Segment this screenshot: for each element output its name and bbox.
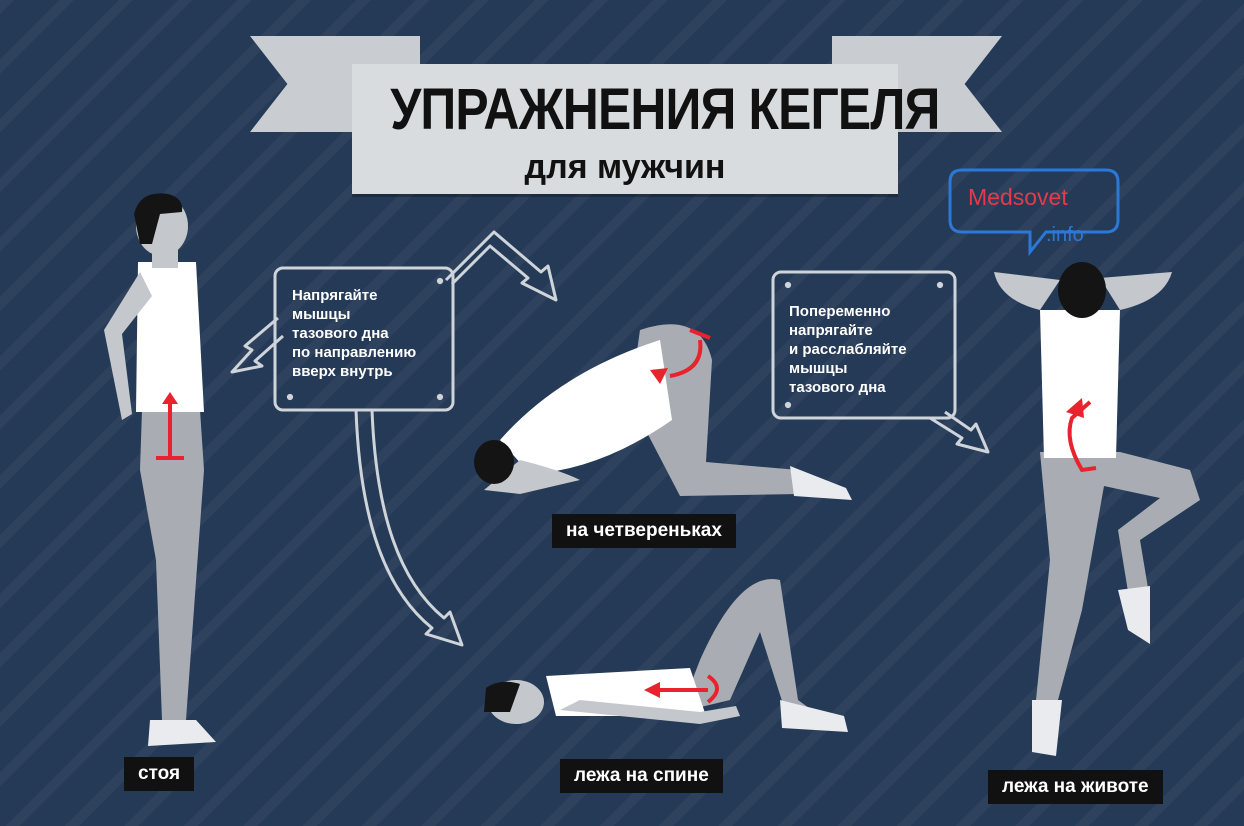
lying-on-belly-figure — [994, 262, 1200, 756]
page-subtitle: для мужчин — [524, 148, 726, 186]
callout-text-left: Напрягайте мышцы тазового дна по направл… — [292, 286, 416, 381]
callout-right-line: мышцы — [789, 360, 848, 377]
callout-left-line: Напрягайте — [292, 287, 378, 304]
standing-figure — [104, 193, 216, 746]
label-standing: стоя — [124, 757, 195, 791]
callout-box-left — [273, 266, 455, 412]
callout-left-line: мышцы — [292, 306, 351, 323]
callout-left-line: по направлению — [292, 344, 417, 361]
callout-left-line: тазового дна — [292, 325, 389, 342]
page-title: УПРАЖНЕНИЯ КЕГЕЛЯ — [390, 77, 940, 142]
medsovet-logo: Medsovet .info — [948, 168, 1120, 254]
callout-text-right: Попеременно напрягайте и расслабляйте мы… — [789, 302, 907, 397]
flow-arrow-icon — [929, 410, 990, 454]
callout-right-line: Попеременно — [789, 303, 891, 320]
label-on-belly: лежа на животе — [988, 770, 1163, 804]
callout-left-line: вверх внутрь — [292, 363, 393, 380]
callout-right-line: тазового дна — [789, 379, 886, 396]
label-on-back: лежа на спине — [560, 759, 723, 793]
title-banner: УПРАЖНЕНИЯ КЕГЕЛЯ для мужчин — [352, 64, 940, 194]
logo-bubble-icon — [948, 168, 1120, 257]
label-all-fours: на четвереньках — [552, 514, 736, 548]
callout-right-line: напрягайте — [789, 322, 873, 339]
callout-right-line: и расслабляйте — [789, 341, 907, 358]
flow-arrow-icon — [354, 409, 464, 647]
callout-box-right — [771, 270, 957, 420]
all-fours-figure — [474, 324, 852, 500]
flow-arrow-icon — [230, 316, 284, 374]
logo-text-info: .info — [1046, 224, 1084, 246]
lying-on-back-figure — [484, 579, 848, 732]
flow-arrow-icon — [444, 230, 558, 302]
logo-text-medsovet: Medsovet — [968, 184, 1068, 210]
